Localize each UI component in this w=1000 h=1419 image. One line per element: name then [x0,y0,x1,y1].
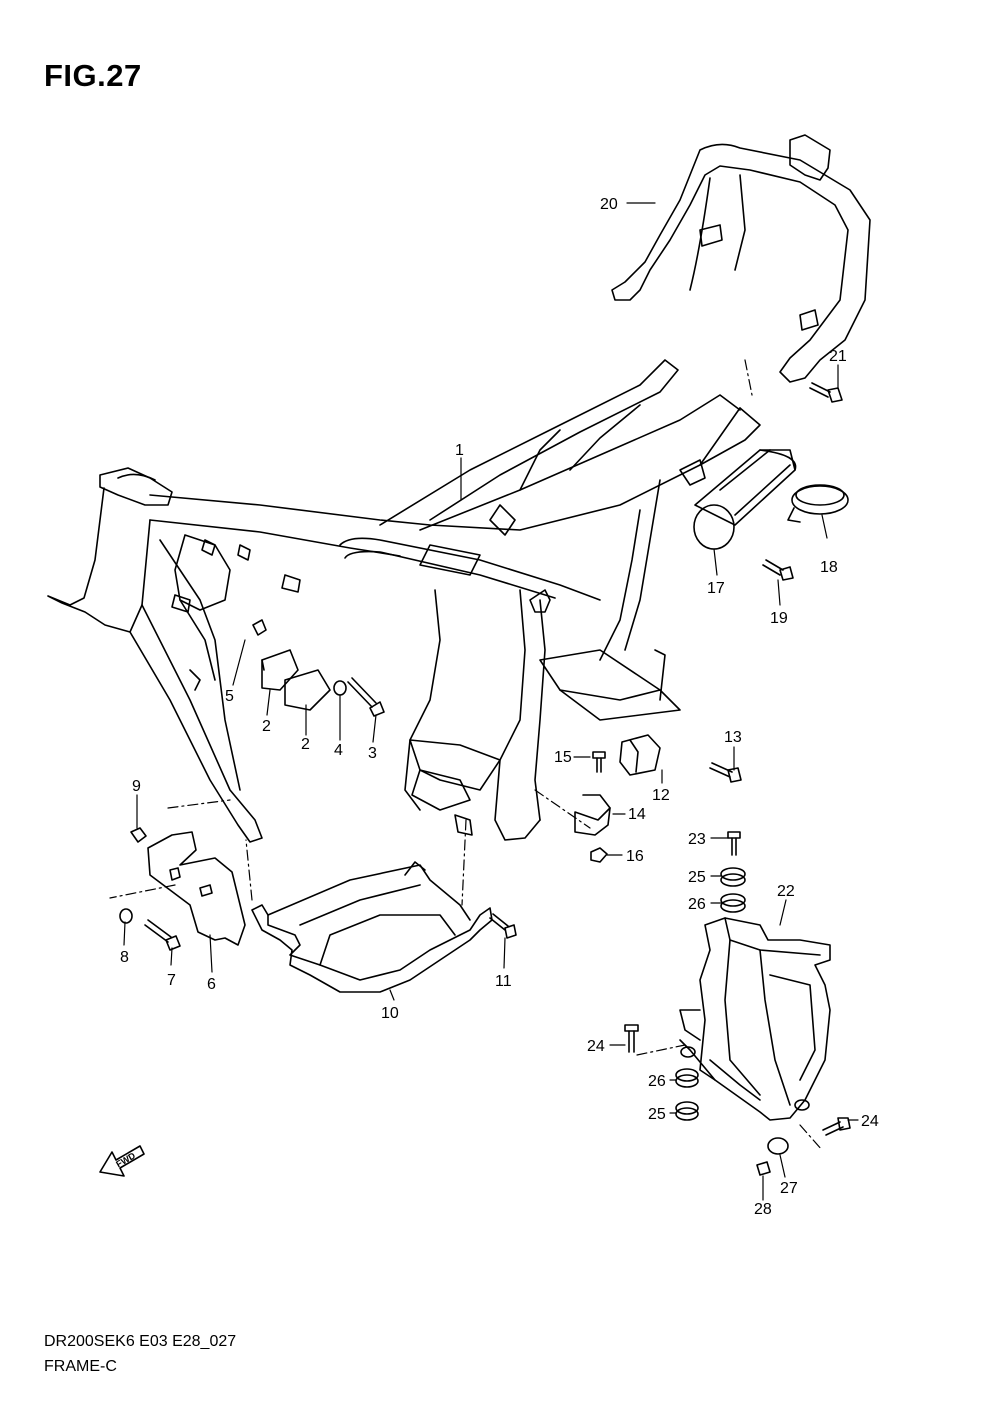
bolt-part-13 [710,763,741,782]
nut-part-9 [131,828,146,842]
callout-17: 17 [707,580,725,597]
under-cradle-part-10 [252,862,492,992]
nut-part-16 [591,848,607,862]
callout-2a: 2 [262,718,271,735]
grommet-part-25b [676,1102,698,1120]
bolt-part-19 [763,560,793,580]
callout-10: 10 [381,1005,399,1022]
washer-part-4 [334,681,346,695]
bolt-part-15 [593,752,605,772]
callout-4: 4 [334,742,343,759]
callout-6: 6 [207,976,216,993]
callout-7: 7 [167,972,176,989]
callout-22: 22 [777,883,795,900]
battery-holder-part-22 [680,918,830,1120]
tool-case-part-17 [694,450,796,549]
callout-8: 8 [120,949,129,966]
callout-11: 11 [495,973,512,990]
cushion-part-26a [721,894,745,912]
callout-16: 16 [626,848,644,865]
bolt-part-23 [728,832,740,855]
callout-27: 27 [780,1180,798,1197]
callout-labels: 1 2 2 3 4 5 6 7 8 9 10 11 12 13 14 15 16… [120,196,879,1218]
bolt-part-3 [348,678,384,716]
washer-part-8 [120,909,132,923]
cushion-part-12 [620,735,660,775]
callout-20: 20 [600,196,618,213]
callout-2b: 2 [301,736,310,753]
figure-title: FIG.27 [44,58,142,93]
diagram-code: DR200SEK6 E03 E28_027 [44,1333,237,1350]
assembly-guide-lines [110,360,822,1150]
callout-21: 21 [829,348,847,365]
callout-26b: 26 [648,1073,666,1090]
rear-carrier-part-20 [612,135,870,382]
bolt-part-24b [823,1118,850,1135]
bolt-part-7 [145,920,180,950]
band-part-18 [788,485,848,522]
bolt-part-24a [625,1025,638,1052]
leader-lines [124,203,858,1200]
callout-28: 28 [754,1201,772,1218]
callout-1: 1 [455,442,464,459]
collar-part-28 [757,1162,770,1175]
engine-bracket-part-6 [148,832,245,945]
callout-12: 12 [652,787,670,804]
callout-24b: 24 [861,1113,879,1130]
callout-3: 3 [368,745,377,762]
forward-arrow-icon [100,1146,144,1176]
bolt-part-21 [810,383,842,402]
engine-mount-plates-part-2 [262,650,330,710]
callout-26a: 26 [688,896,706,913]
callout-9: 9 [132,778,141,795]
callout-18: 18 [820,559,838,576]
callout-5: 5 [225,688,234,705]
bolt-part-11 [490,914,516,938]
callout-24a: 24 [587,1038,605,1055]
callout-19: 19 [770,610,788,627]
callout-14: 14 [628,806,646,823]
cushion-part-26b [676,1069,698,1087]
callout-13: 13 [724,729,742,746]
callout-23: 23 [688,831,706,848]
callout-25a: 25 [688,869,706,886]
main-frame [48,360,760,842]
diagram-subtitle: FRAME-C [44,1358,117,1375]
pad-part-14 [575,795,610,835]
callout-25b: 25 [648,1106,666,1123]
grommet-part-25a [721,868,745,886]
nut-part-5 [253,620,266,635]
cushion-part-27 [768,1138,788,1154]
callout-15: 15 [554,749,572,766]
